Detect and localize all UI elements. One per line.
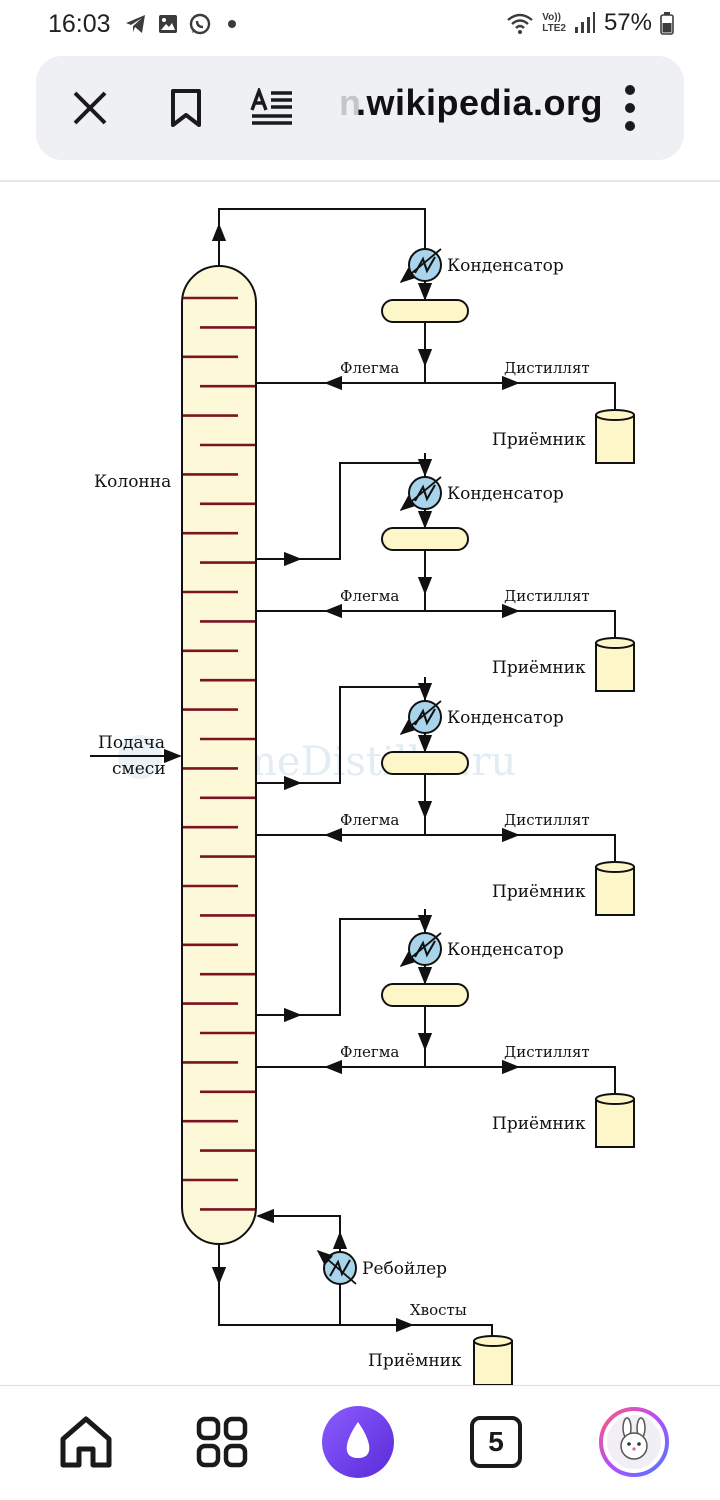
reboiler-coil-icon: [329, 1259, 351, 1277]
coolant-arrow-icon: [399, 700, 442, 736]
distillate-label: Дистиллят: [504, 587, 590, 605]
tails-label: Хвосты: [410, 1301, 467, 1319]
home-icon: [60, 1416, 112, 1468]
reflux-drum: [381, 299, 469, 323]
reflux-label: Флегма: [340, 1043, 399, 1061]
condenser-label: Конденсатор: [447, 940, 564, 960]
reflux-label: Флегма: [340, 359, 399, 377]
alice-assistant-icon: [322, 1406, 394, 1478]
receiver-vessel: [595, 1098, 635, 1148]
receiver-vessel-top: [595, 861, 635, 873]
receiver-label: Приёмник: [492, 430, 586, 450]
reboiler: [316, 1249, 357, 1285]
notification-dot-icon: [228, 20, 236, 28]
tails-receiver-top: [473, 1335, 513, 1347]
reflux-drum: [381, 527, 469, 551]
condenser-label: Конденсатор: [447, 256, 564, 276]
tabs-counter: 5: [470, 1416, 522, 1468]
tails-receiver-label: Приёмник: [368, 1351, 462, 1371]
home-button[interactable]: [48, 1404, 124, 1480]
column-trays: [183, 296, 255, 1211]
receiver-vessel-top: [595, 1093, 635, 1105]
more-vertical-icon: [625, 85, 635, 131]
signal-icon: [574, 12, 595, 33]
receiver-vessel: [595, 642, 635, 692]
reflux-drum: [381, 983, 469, 1007]
bottom-navigation: 5: [0, 1385, 720, 1500]
network-type: Vo)) LTE2: [542, 12, 566, 34]
status-time: 16:03: [48, 10, 111, 38]
url-partial: n: [339, 82, 361, 123]
reader-mode-icon: [250, 88, 292, 125]
bottoms-line: [218, 1244, 412, 1326]
receiver-label: Приёмник: [492, 658, 586, 678]
tabs-count: 5: [488, 1426, 504, 1457]
feed-label-line2: смеси: [112, 759, 166, 779]
distillate-line: [425, 834, 616, 863]
distillate-label: Дистиллят: [504, 1043, 590, 1061]
apps-button[interactable]: [184, 1404, 260, 1480]
coolant-arrow-icon: [399, 932, 442, 968]
receiver-label: Приёмник: [492, 882, 586, 902]
volte-label: Vo)): [542, 12, 561, 23]
distillate-label: Дистиллят: [504, 811, 590, 829]
wifi-icon: [507, 13, 534, 34]
notification-icons: [124, 12, 244, 36]
distillate-line: [425, 610, 616, 639]
address-bar[interactable]: n .wikipedia.org: [36, 56, 684, 160]
tabs-button[interactable]: 5: [458, 1404, 534, 1480]
alice-assistant-button[interactable]: [320, 1404, 396, 1480]
url-host[interactable]: .wikipedia.org: [356, 82, 604, 123]
coolant-arrow-icon: [399, 476, 442, 512]
bookmark-button[interactable]: [160, 82, 212, 134]
system-icons: Vo)) LTE2 57%: [506, 9, 674, 37]
receiver-vessel: [595, 866, 635, 916]
receiver-vessel: [595, 414, 635, 464]
receiver-label: Приёмник: [492, 1114, 586, 1134]
top-vapor-line: [218, 208, 426, 266]
condenser-label: Конденсатор: [447, 708, 564, 728]
tails-receiver-vessel: [473, 1335, 513, 1385]
close-icon: [73, 91, 107, 125]
telegram-icon: [126, 15, 145, 33]
status-bar: 16:03 Vo)) LTE2 57%: [0, 0, 720, 52]
apps-grid-icon: [196, 1416, 248, 1468]
bookmark-icon: [171, 89, 201, 127]
profile-button[interactable]: [596, 1404, 672, 1480]
reboiler-label: Ребойлер: [362, 1259, 447, 1279]
receiver-vessel-top: [595, 637, 635, 649]
menu-button[interactable]: [604, 82, 656, 134]
reflux-label: Флегма: [340, 811, 399, 829]
condenser-label: Конденсатор: [447, 484, 564, 504]
distillate-line: [425, 382, 616, 411]
lte-label: LTE2: [542, 23, 566, 34]
receiver-vessel-top: [595, 409, 635, 421]
reboiler-arrow-icon: [316, 1249, 357, 1285]
close-button[interactable]: [64, 82, 116, 134]
profile-avatar: [599, 1407, 669, 1477]
distillation-diagram: HomeDistiller.ru Колонна Подача смеси Ко…: [90, 208, 635, 1385]
battery-icon: [660, 12, 674, 35]
distillate-line: [425, 1066, 616, 1095]
reflux-drum: [381, 751, 469, 775]
gallery-icon: [159, 15, 177, 33]
whatsapp-icon: [189, 13, 211, 35]
bunny-face-icon: [620, 1432, 648, 1460]
feed-label-line1: Подача: [98, 733, 165, 753]
coolant-arrow-icon: [399, 248, 442, 284]
header-divider: [0, 180, 720, 182]
column-body: [181, 265, 257, 1245]
distillate-label: Дистиллят: [504, 359, 590, 377]
column-label: Колонна: [94, 472, 171, 492]
battery-level: 57%: [603, 9, 652, 36]
reader-mode-button[interactable]: [246, 82, 298, 134]
reflux-label: Флегма: [340, 587, 399, 605]
tails-receiver-body: [473, 1340, 513, 1385]
